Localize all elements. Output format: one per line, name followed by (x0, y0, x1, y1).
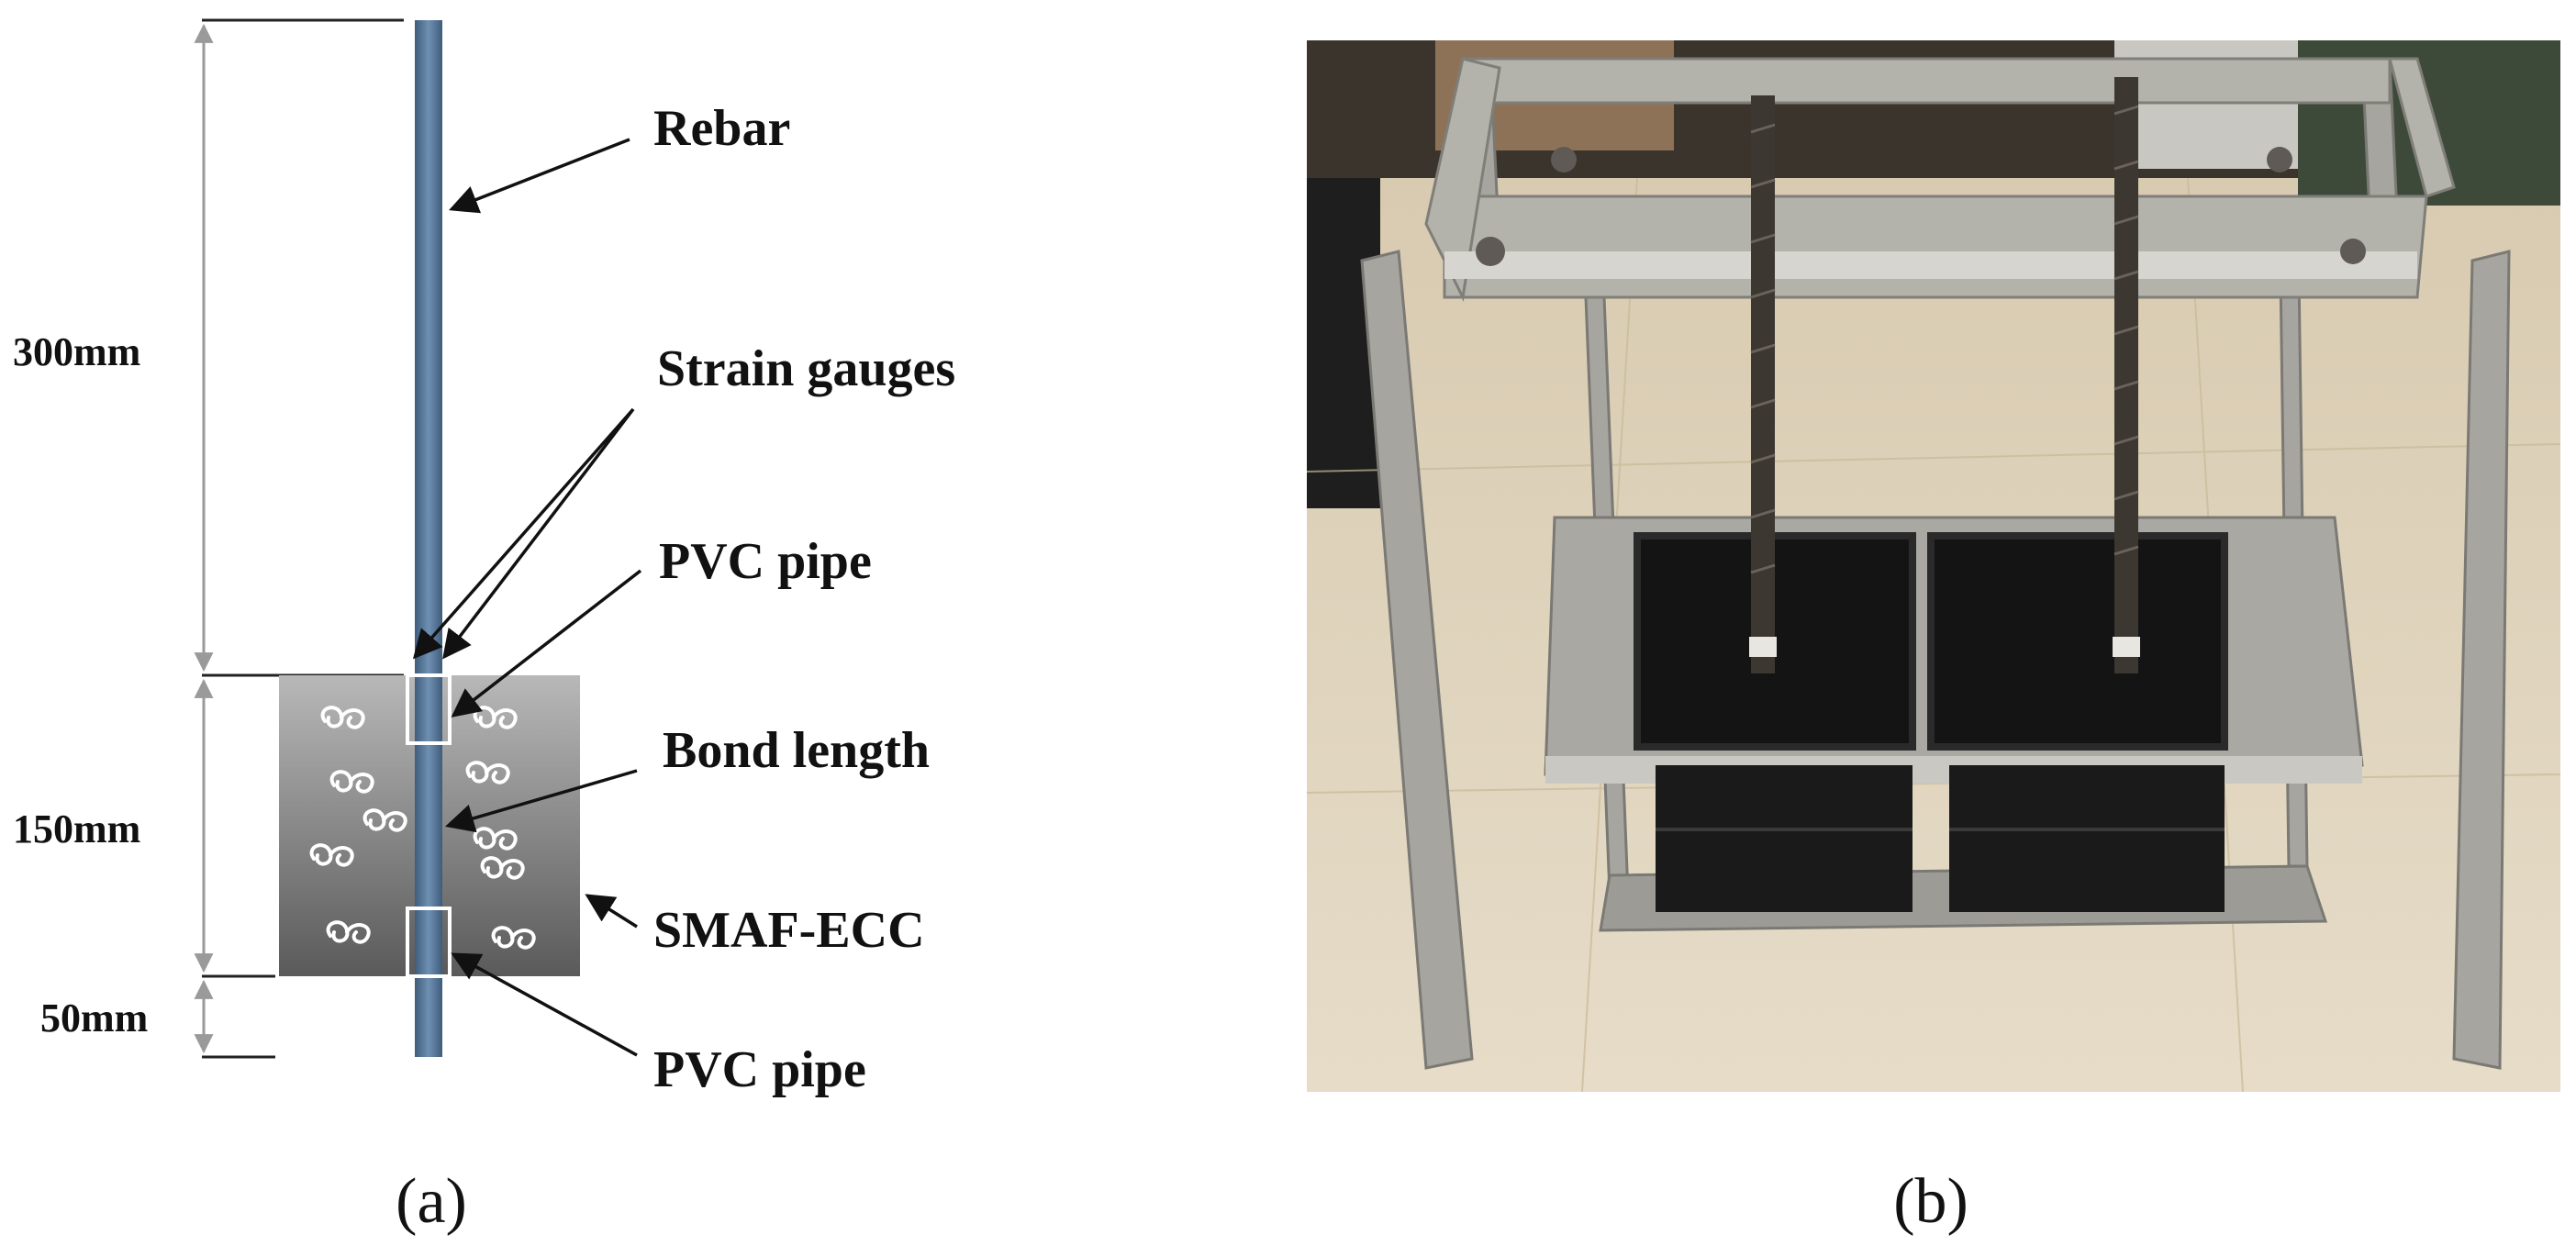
panel-b-photo: (b) (1307, 40, 2560, 1237)
pvc-pipe-top (406, 673, 452, 745)
label-rebar: Rebar (653, 100, 790, 157)
caption-a: (a) (396, 1166, 467, 1237)
dimension-label-50mm: 50mm (40, 996, 148, 1040)
label-smaf-ecc: SMAF-ECC (653, 902, 925, 959)
steel-frame-with-two-molds-photo (1307, 40, 2560, 1092)
rebars (1749, 77, 2140, 673)
molds (1634, 532, 2228, 912)
leader-arrows (412, 138, 642, 1057)
dimension-label-150mm: 150mm (13, 806, 140, 851)
rebar-bar (415, 20, 442, 1057)
dimension-lines (194, 18, 404, 1059)
label-strain-gauges: Strain gauges (657, 340, 955, 397)
panel-a-schematic: 300mm 150mm 50mm (13, 18, 955, 1237)
label-bond-length: Bond length (663, 722, 930, 779)
pvc-pipe-bottom (406, 907, 452, 978)
caption-b: (b) (1893, 1166, 1968, 1237)
dimension-label-300mm: 300mm (13, 329, 140, 374)
label-pvc-pipe-bottom: PVC pipe (653, 1041, 866, 1098)
label-pvc-pipe-top: PVC pipe (659, 533, 872, 590)
